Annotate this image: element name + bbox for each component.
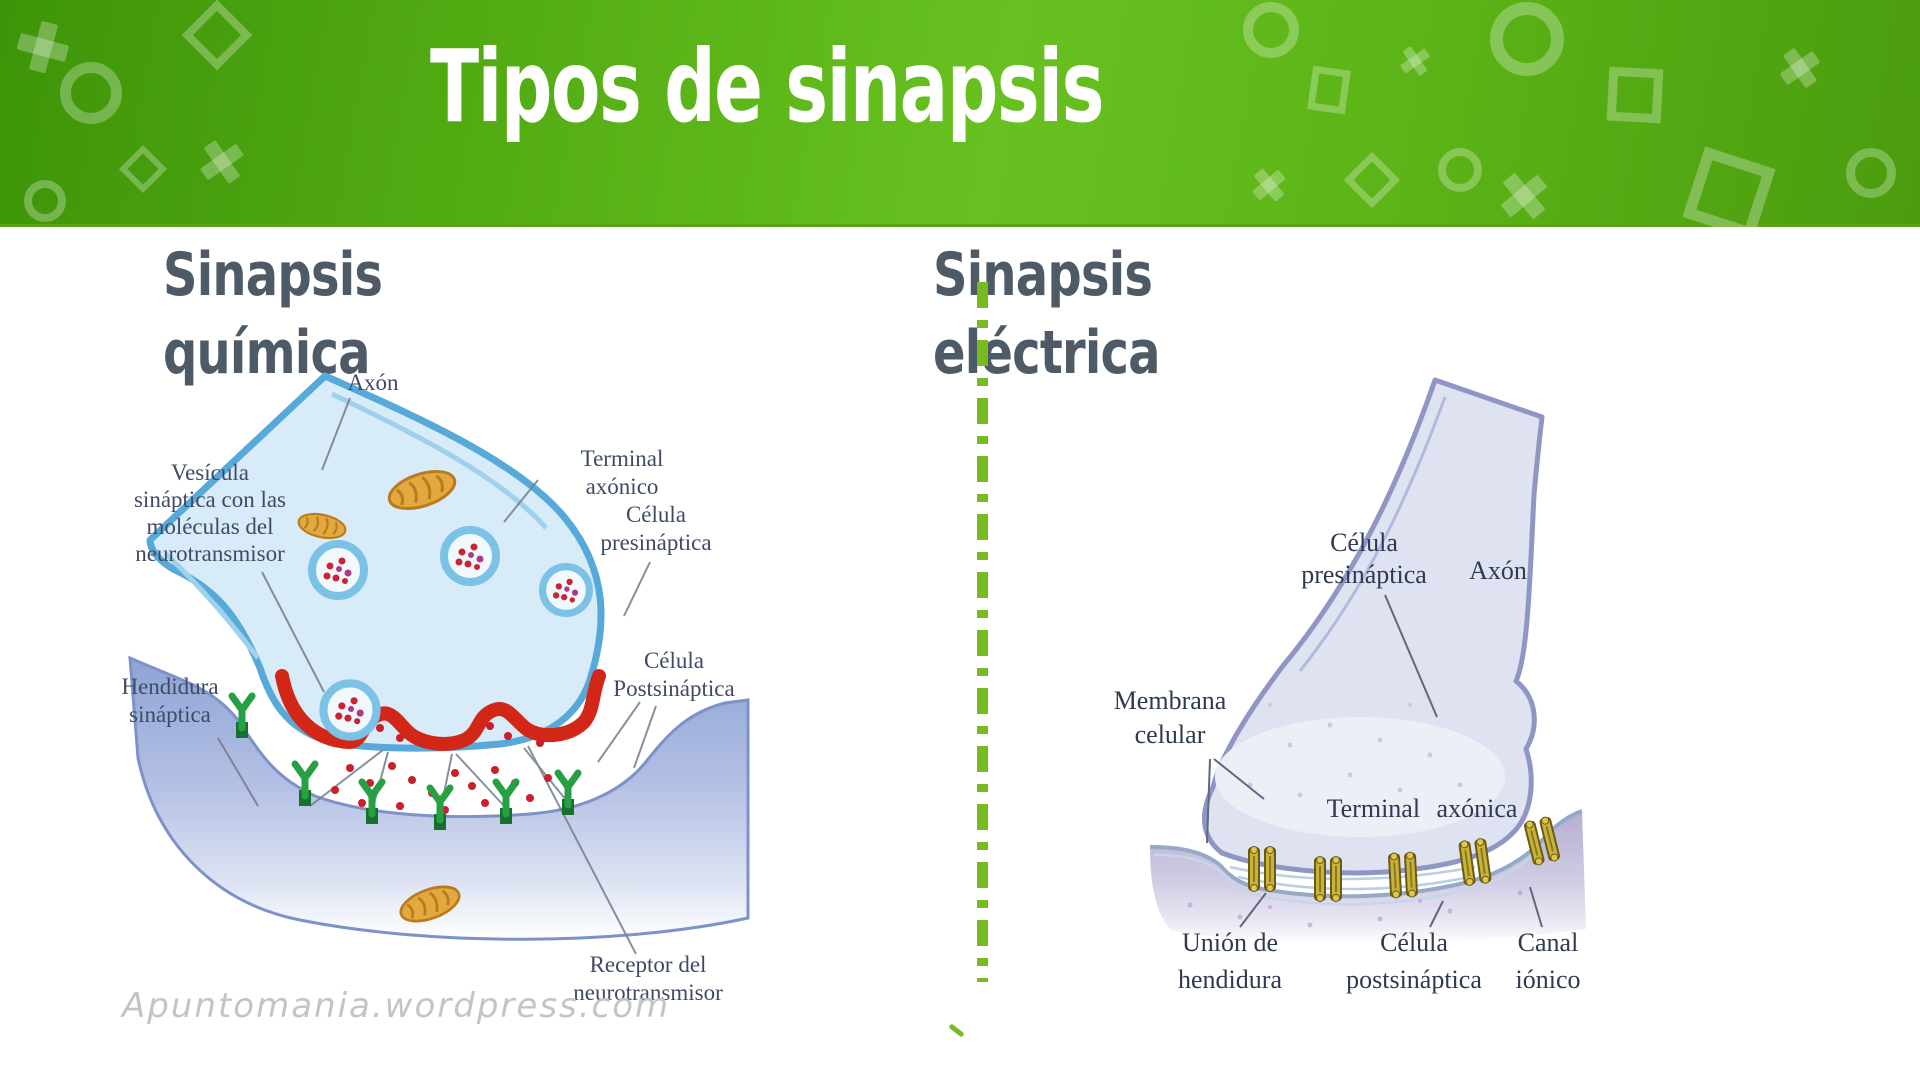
left-heading-line2: química (163, 318, 370, 388)
label-receptor-2: neurotransmisor (573, 980, 723, 1005)
cell-speckle (1187, 890, 1523, 928)
electrical-synapse-diagram: Célula presináptica Axón Membrana celula… (1114, 377, 1586, 994)
label-union-2: hendidura (1178, 965, 1282, 994)
label-axon: Axón (1469, 556, 1527, 585)
decor-ring-icon (1490, 2, 1564, 76)
right-panel-heading: Sinapsis eléctrica (933, 236, 1161, 392)
divider-dashed-line (977, 282, 988, 982)
chemical-synapse-diagram: Axón Vesícula sináptica con las molécula… (121, 370, 750, 1005)
right-heading-line1: Sinapsis (933, 240, 1153, 310)
label-receptor-1: Receptor del (590, 952, 707, 977)
decor-small-diamond-outline-icon (118, 144, 168, 194)
neurotransmitter-dots (331, 722, 552, 814)
inner-membrane-line (1298, 396, 1447, 672)
label-membrana-2: celular (1135, 720, 1206, 749)
label-celula-pre-1: Célula (1330, 528, 1398, 557)
label-terminal-1: Terminal (581, 446, 664, 471)
label-hendidura-2: sináptica (129, 702, 211, 727)
label-union-1: Unión de (1182, 928, 1278, 957)
label-celula-post-2: postsináptica (1346, 965, 1482, 994)
label-canal-2: iónico (1516, 965, 1581, 994)
terminal-speckle (1247, 703, 1477, 817)
synaptic-vesicle (323, 683, 376, 736)
label-vesicula-4: neurotransmisor (135, 541, 285, 566)
label-vesicula-1: Vesícula (171, 460, 249, 485)
gap-junction-channel (1457, 836, 1493, 888)
decor-x-icon (191, 131, 252, 192)
postsynaptic-cell-shape (1150, 811, 1586, 945)
gap-stripe (1229, 865, 1476, 881)
header-banner: Tipos de sinapsis (0, 0, 1920, 240)
label-terminal: Terminal axónica (1327, 794, 1518, 823)
presynaptic-membrane-red (275, 669, 606, 751)
terminal-interior-highlight (1215, 717, 1505, 837)
decor-square-outline-icon (1606, 66, 1664, 124)
left-heading-line1: Sinapsis (163, 240, 383, 310)
label-membrana-1: Membrana (1114, 686, 1227, 715)
axon-terminal-shape (146, 372, 605, 752)
inner-membrane-line (330, 391, 548, 530)
postsynaptic-membrane-inner-line (1153, 844, 1543, 906)
left-panel-heading: Sinapsis química (163, 236, 383, 392)
decor-x-icon (1772, 40, 1828, 96)
label-vesicula-2: sináptica con las (134, 487, 286, 512)
right-heading-line2: eléctrica (933, 318, 1161, 388)
synaptic-vesicle (543, 567, 590, 614)
postsynaptic-cell-shape (128, 655, 750, 941)
label-celula-pre-2: presináptica (600, 530, 711, 555)
decor-small-ring-icon (24, 180, 66, 222)
label-vesicula-3: moléculas del (146, 514, 273, 539)
label-celula-post-1: Célula (1380, 928, 1448, 957)
label-celula-pre-1: Célula (626, 502, 686, 527)
label-terminal-2: axónico (586, 474, 659, 499)
decor-x-icon (1490, 162, 1558, 230)
decor-ring-icon (60, 62, 122, 124)
inner-membrane-line (164, 552, 260, 660)
label-canal-1: Canal (1518, 928, 1579, 957)
label-axon: Axón (347, 370, 399, 395)
label-celula-post-2: Postsináptica (613, 676, 734, 701)
decor-diamond-outline-icon (181, 0, 253, 71)
synaptic-vesicle (444, 530, 496, 582)
page-title: Tipos de sinapsis (430, 28, 1104, 145)
pointer-lines (1206, 594, 1543, 928)
label-hendidura-1: Hendidura (121, 674, 218, 699)
label-celula-post-1: Célula (644, 648, 704, 673)
decor-x-icon (1394, 40, 1436, 82)
synaptic-vesicle (312, 544, 364, 596)
decor-small-ring-icon (1438, 148, 1482, 192)
decor-x-icon (1245, 161, 1293, 209)
label-celula-pre-2: presináptica (1301, 560, 1427, 589)
watermark-text: Apuntomania.wordpress.com (122, 986, 671, 1026)
decor-tilted-square-outline-icon (1682, 146, 1776, 240)
decor-ring-icon (1243, 2, 1299, 58)
decor-small-ring-icon (1846, 148, 1896, 198)
decor-square-outline-icon (1307, 65, 1351, 115)
decor-diamond-outline-icon (1343, 151, 1401, 209)
decor-plus-icon (12, 16, 73, 77)
